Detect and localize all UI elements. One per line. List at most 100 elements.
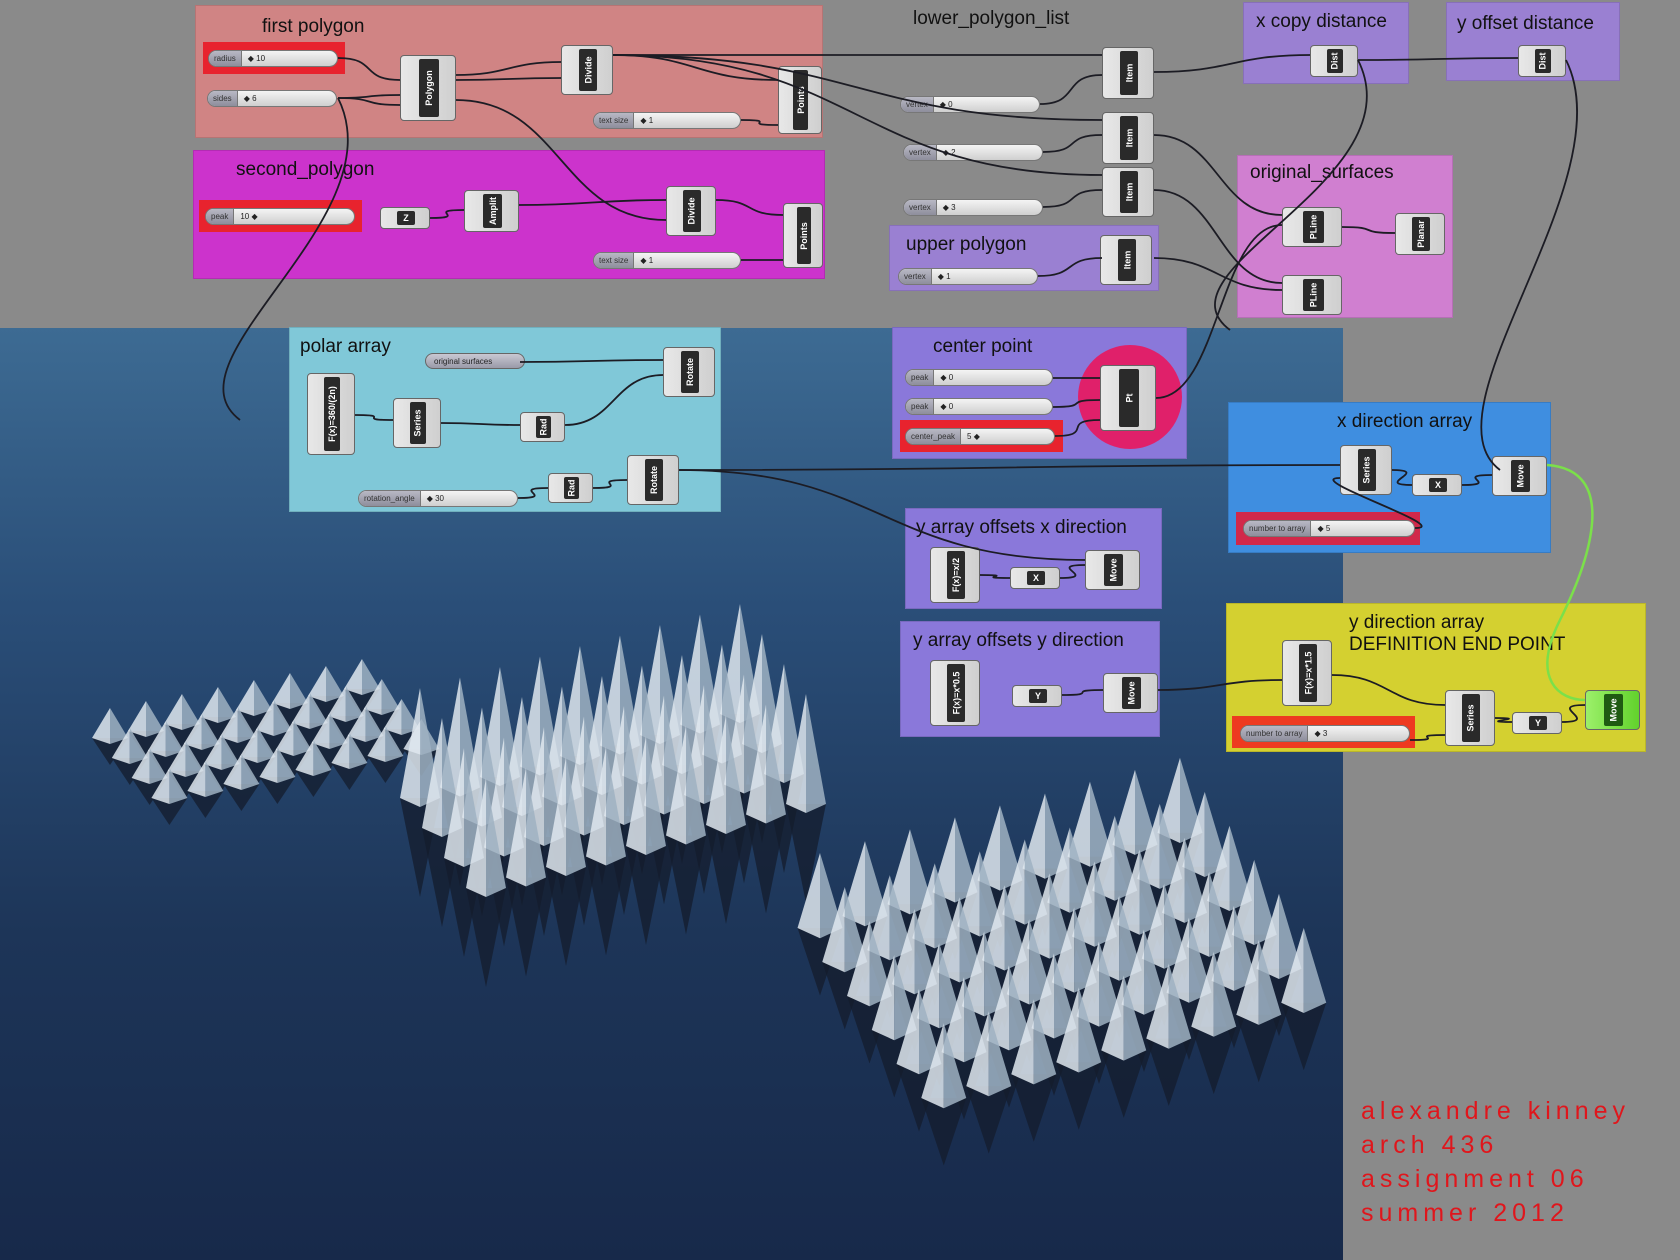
component-item-1[interactable]: Item xyxy=(1100,235,1152,285)
slider-vertex-2[interactable]: vertex◆ 2 xyxy=(903,144,1043,161)
component-fx-polar[interactable]: F(x)=360/(2n) xyxy=(307,373,355,455)
component-y-vector-1[interactable]: Y xyxy=(1012,685,1062,707)
component-series-polar[interactable]: Series xyxy=(393,398,441,448)
component-points-1[interactable]: Points xyxy=(778,66,822,134)
component-body: Divide xyxy=(683,190,701,232)
component-fx-offset-x[interactable]: F(x)=x/2 xyxy=(930,547,980,603)
credit-line: summer 2012 xyxy=(1361,1199,1569,1227)
pyramid-facet xyxy=(236,680,254,716)
component-label: Rad xyxy=(566,479,577,497)
component-move-x[interactable]: Move xyxy=(1492,456,1547,496)
slider-vertex-0[interactable]: vertex◆ 0 xyxy=(900,96,1040,113)
slider-label: number to array xyxy=(1244,521,1312,536)
component-amplitude[interactable]: Amplit xyxy=(464,190,519,232)
pyramid-facet xyxy=(347,736,384,763)
component-item-2[interactable]: Item xyxy=(1102,112,1154,164)
pyramid-facet xyxy=(203,764,240,791)
pyramid-facet xyxy=(1011,999,1034,1085)
component-body: Move xyxy=(1511,460,1531,492)
component-rotate-2[interactable]: Rotate xyxy=(627,455,679,505)
slider-peak-y[interactable]: peak◆ 0 xyxy=(905,398,1053,415)
pyramid-facet xyxy=(1101,975,1124,1061)
credit-line: alexandre kinney xyxy=(1361,1097,1631,1125)
slider-number-to-array-x[interactable]: number to array◆ 5 xyxy=(1243,520,1415,537)
slider-value: ◆ 30 xyxy=(426,494,444,503)
pyramid-facet xyxy=(1146,1038,1192,1106)
slider-sides[interactable]: sides◆ 6 xyxy=(207,90,337,107)
pyramid-facet xyxy=(308,696,344,723)
component-divide-2[interactable]: Divide xyxy=(666,186,716,236)
credit-line: arch 436 xyxy=(1361,1131,1499,1159)
slider-radius[interactable]: radius◆ 10 xyxy=(208,50,338,67)
wire xyxy=(1042,189,1103,208)
component-rotate-1[interactable]: Rotate xyxy=(663,347,715,397)
pyramid-facet xyxy=(706,825,746,924)
component-move-offset-x[interactable]: Move xyxy=(1085,550,1140,590)
pyramid-facet xyxy=(666,725,686,845)
slider-text-size-1[interactable]: text size◆ 1 xyxy=(593,112,741,129)
component-body: F(x)=x*0.5 xyxy=(947,664,965,722)
component-pline-1[interactable]: PLine xyxy=(1282,207,1342,247)
pyramid-facet xyxy=(1056,1062,1102,1130)
component-planar[interactable]: Planar xyxy=(1395,213,1445,255)
slider-number-to-array-y[interactable]: number to array◆ 3 xyxy=(1240,725,1410,742)
component-dist-x[interactable]: Dist xyxy=(1310,45,1358,77)
credit-line: assignment 06 xyxy=(1361,1165,1589,1193)
component-series-y[interactable]: Series xyxy=(1445,690,1495,746)
component-divide-1[interactable]: Divide xyxy=(561,45,613,95)
pyramid-facet xyxy=(1213,951,1237,1037)
pyramid-facet xyxy=(128,731,164,758)
pyramid-facet xyxy=(239,727,258,763)
component-x-vector-1[interactable]: X xyxy=(1412,474,1462,496)
component-rad-1[interactable]: Rad xyxy=(520,412,565,442)
pyramid-facet xyxy=(365,706,384,742)
component-polygon[interactable]: Polygon xyxy=(400,55,456,121)
component-dist-y[interactable]: Dist xyxy=(1518,45,1566,77)
pyramid-facet xyxy=(257,727,276,763)
pyramid-facet xyxy=(1236,939,1259,1025)
component-z-vector[interactable]: Z xyxy=(380,207,430,229)
slider-value: 5 ◆ xyxy=(967,432,980,441)
group-title: y offset distance xyxy=(1457,13,1594,34)
slider-peak-x[interactable]: peak◆ 0 xyxy=(905,369,1053,386)
component-point[interactable]: Pt xyxy=(1100,365,1156,431)
slider-center-peak[interactable]: center_peak 5 ◆ xyxy=(905,428,1055,445)
slider-vertex-1[interactable]: vertex◆ 1 xyxy=(898,268,1038,285)
component-series-x[interactable]: Series xyxy=(1340,445,1392,495)
component-label: X xyxy=(1434,480,1441,490)
component-label: Move xyxy=(1126,681,1137,705)
component-label: Dist xyxy=(1537,52,1548,70)
slider-rotation-angle[interactable]: rotation_angle◆ 30 xyxy=(358,490,518,507)
component-y-vector-2[interactable]: Y xyxy=(1512,712,1562,734)
component-move-final[interactable]: Move xyxy=(1585,690,1640,730)
slider-value: ◆ 0 xyxy=(939,100,953,109)
pyramid-facet xyxy=(329,713,348,749)
component-fx-offset-y[interactable]: F(x)=x*0.5 xyxy=(930,660,980,726)
pyramid-facet xyxy=(726,715,746,834)
pyramid-facet xyxy=(275,720,294,756)
pyramid-facet xyxy=(1056,987,1079,1073)
pyramid-facet xyxy=(1191,951,1214,1037)
component-x-vector-2[interactable]: X xyxy=(1010,567,1060,589)
component-body: Polygon xyxy=(419,59,439,117)
component-points-2[interactable]: Points xyxy=(783,203,823,268)
param-original-surfaces[interactable]: original surfaces xyxy=(425,353,525,369)
slider-label: sides xyxy=(208,91,238,106)
component-label: Dist xyxy=(1329,52,1340,70)
component-rad-2[interactable]: Rad xyxy=(548,473,593,503)
component-item-0[interactable]: Item xyxy=(1102,47,1154,99)
pyramid-facet xyxy=(255,700,274,736)
component-move-offset-y[interactable]: Move xyxy=(1103,673,1158,713)
component-item-3[interactable]: Item xyxy=(1102,167,1154,217)
pyramid-facet xyxy=(988,1011,1012,1097)
slider-vertex-3[interactable]: vertex◆ 3 xyxy=(903,199,1043,216)
slider-text-size-2[interactable]: text size◆ 1 xyxy=(593,252,741,269)
slider-label: center_peak xyxy=(906,429,962,444)
component-pline-2[interactable]: PLine xyxy=(1282,275,1342,315)
component-label: F(x)=x/2 xyxy=(950,557,961,593)
pyramid-facet xyxy=(291,723,328,750)
pyramid-facet xyxy=(706,715,726,834)
pyramid-facet xyxy=(165,721,184,757)
component-fx-y-array[interactable]: F(x)=x*1.5 xyxy=(1282,640,1332,706)
